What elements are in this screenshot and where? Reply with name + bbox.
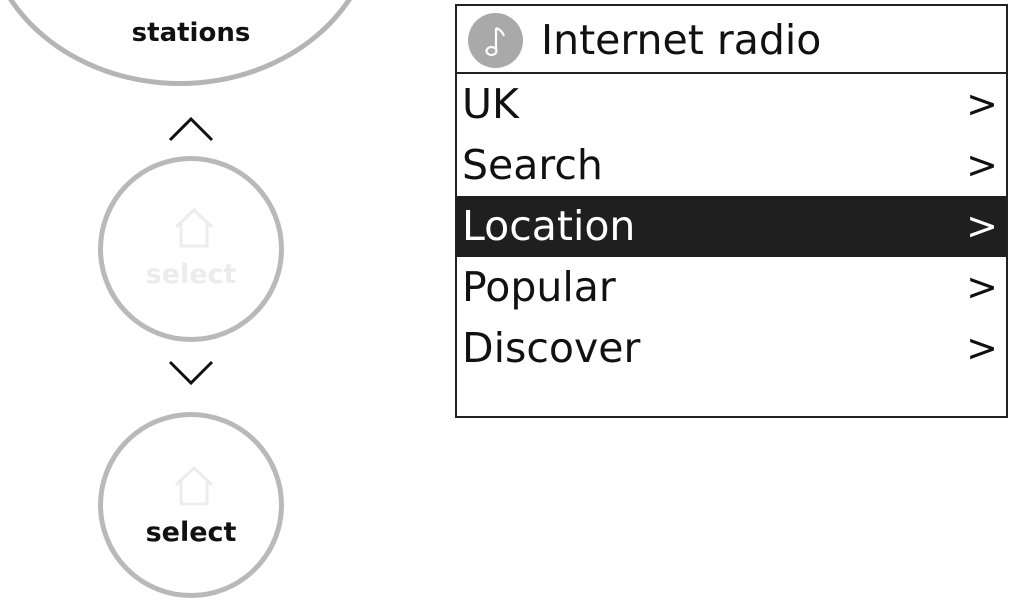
menu-item-label: Location — [462, 202, 636, 250]
chevron-right-icon: > — [966, 265, 998, 309]
chevron-right-icon: > — [966, 82, 998, 126]
chevron-right-icon: > — [966, 326, 998, 370]
select-knob[interactable]: select — [98, 412, 284, 598]
menu-item-label: Search — [462, 141, 603, 189]
menu-list: UK > Search > Location > Popular > Disco… — [457, 74, 1006, 379]
menu-item-discover[interactable]: Discover > — [457, 318, 1006, 379]
menu-item-search[interactable]: Search > — [457, 135, 1006, 196]
menu-item-label: Popular — [462, 263, 616, 311]
select-knob-label: select — [145, 517, 237, 548]
select-knob-ghost-label: select — [145, 259, 237, 290]
home-icon — [174, 207, 214, 248]
menu-item-label: Discover — [462, 324, 641, 372]
chevron-down-icon[interactable] — [167, 358, 215, 388]
stations-dial-label: stations — [131, 18, 251, 48]
screen-header: Internet radio — [457, 6, 1006, 74]
radio-screen: Internet radio UK > Search > Location > … — [455, 4, 1008, 418]
chevron-right-icon: > — [966, 143, 998, 187]
menu-item-popular[interactable]: Popular > — [457, 257, 1006, 318]
menu-item-location[interactable]: Location > — [457, 196, 1006, 257]
menu-item-label: UK — [462, 80, 519, 128]
select-knob-ghost: select — [98, 156, 284, 342]
chevron-right-icon: > — [966, 204, 998, 248]
home-icon — [174, 465, 214, 506]
menu-item-uk[interactable]: UK > — [457, 74, 1006, 135]
music-note-icon — [468, 13, 523, 68]
screen-title: Internet radio — [541, 16, 822, 64]
chevron-up-icon[interactable] — [167, 114, 215, 144]
